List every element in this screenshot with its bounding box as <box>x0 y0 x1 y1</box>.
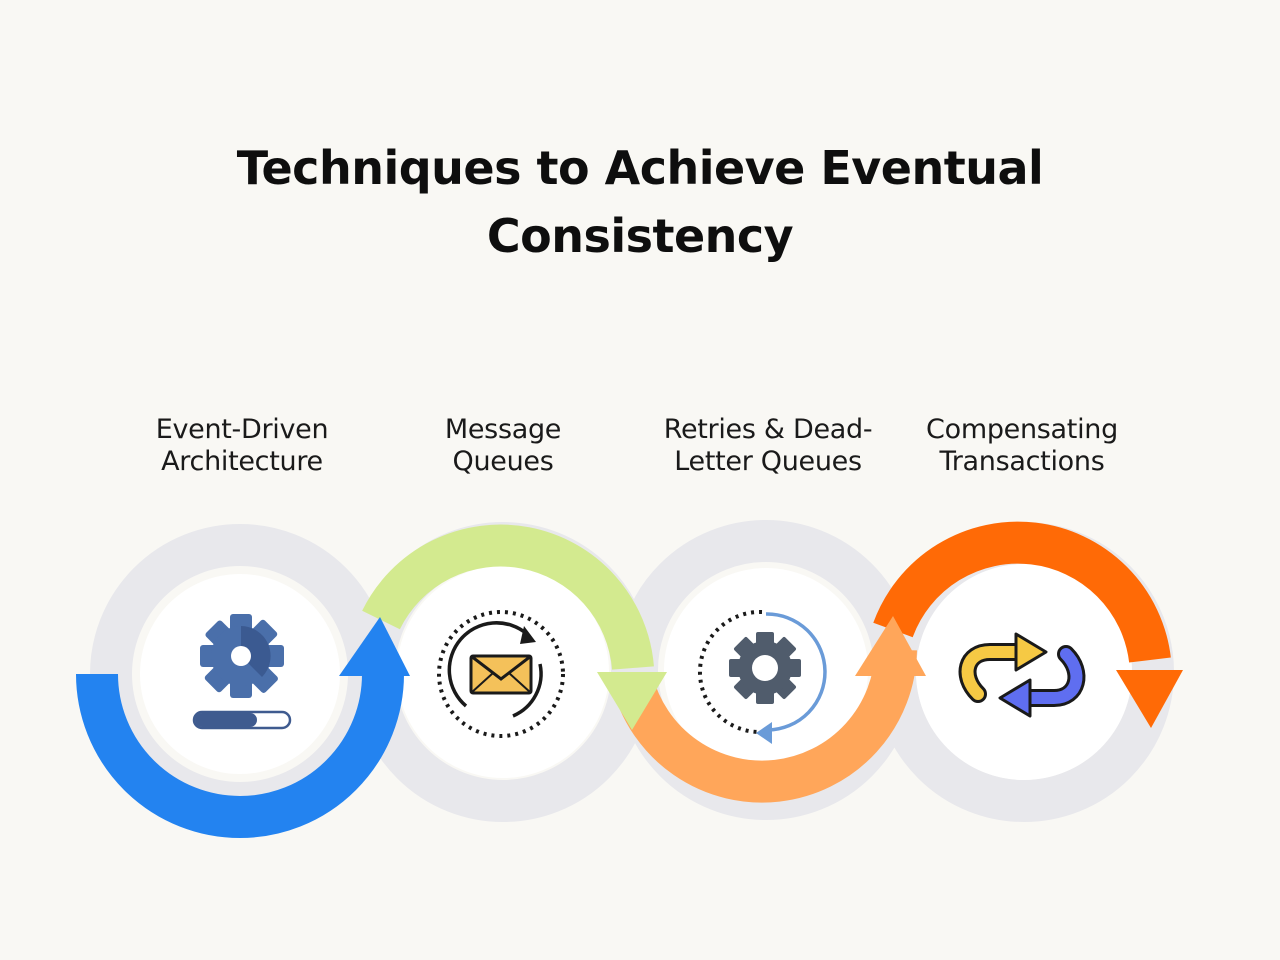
gear-progress-icon <box>192 614 292 730</box>
arrow-arc-1 <box>76 673 404 838</box>
arrow-right-icon <box>958 632 1048 703</box>
retry-arrowhead <box>756 722 772 744</box>
arrowhead-2 <box>597 672 667 730</box>
arrow-arc-2 <box>362 524 654 671</box>
step-label-retries: Retries & Dead- Letter Queues <box>663 414 873 477</box>
arrowhead-1 <box>339 617 410 676</box>
progress-bar-icon <box>192 710 292 730</box>
step-label-compensating: Compensating Transactions <box>926 414 1118 477</box>
arrow-arc-4 <box>873 521 1171 663</box>
envelope-icon <box>469 654 533 695</box>
step-label-message-queues: Message Queues <box>444 414 562 477</box>
arrow-left-icon <box>998 645 1086 718</box>
arrowhead-4 <box>1116 670 1183 728</box>
dotted-ring <box>437 610 565 738</box>
gear-icon <box>200 614 284 698</box>
arrow-arc-3 <box>611 649 917 803</box>
swap-arrows-icon <box>958 632 1086 718</box>
arrowhead-3 <box>855 616 926 676</box>
gear-icon-2 <box>729 632 801 704</box>
title-line-1: Techniques to Achieve Eventual <box>236 141 1044 195</box>
sync-arrowhead <box>520 626 536 644</box>
inner-disc-4 <box>916 564 1132 780</box>
sync-arc <box>447 621 529 708</box>
sync-arc-2 <box>512 663 543 718</box>
dotted-arc <box>698 609 763 734</box>
gear-retry-icon <box>698 609 827 744</box>
title-line-2: Consistency <box>486 209 794 263</box>
step-label-event-driven: Event-Driven Architecture <box>155 414 329 477</box>
arrow-arcs <box>76 521 1171 838</box>
page-title: Techniques to Achieve Eventual Consisten… <box>140 134 1140 270</box>
envelope-sync-icon <box>437 610 565 738</box>
arrowheads <box>339 616 1183 730</box>
retry-arc <box>765 612 827 732</box>
